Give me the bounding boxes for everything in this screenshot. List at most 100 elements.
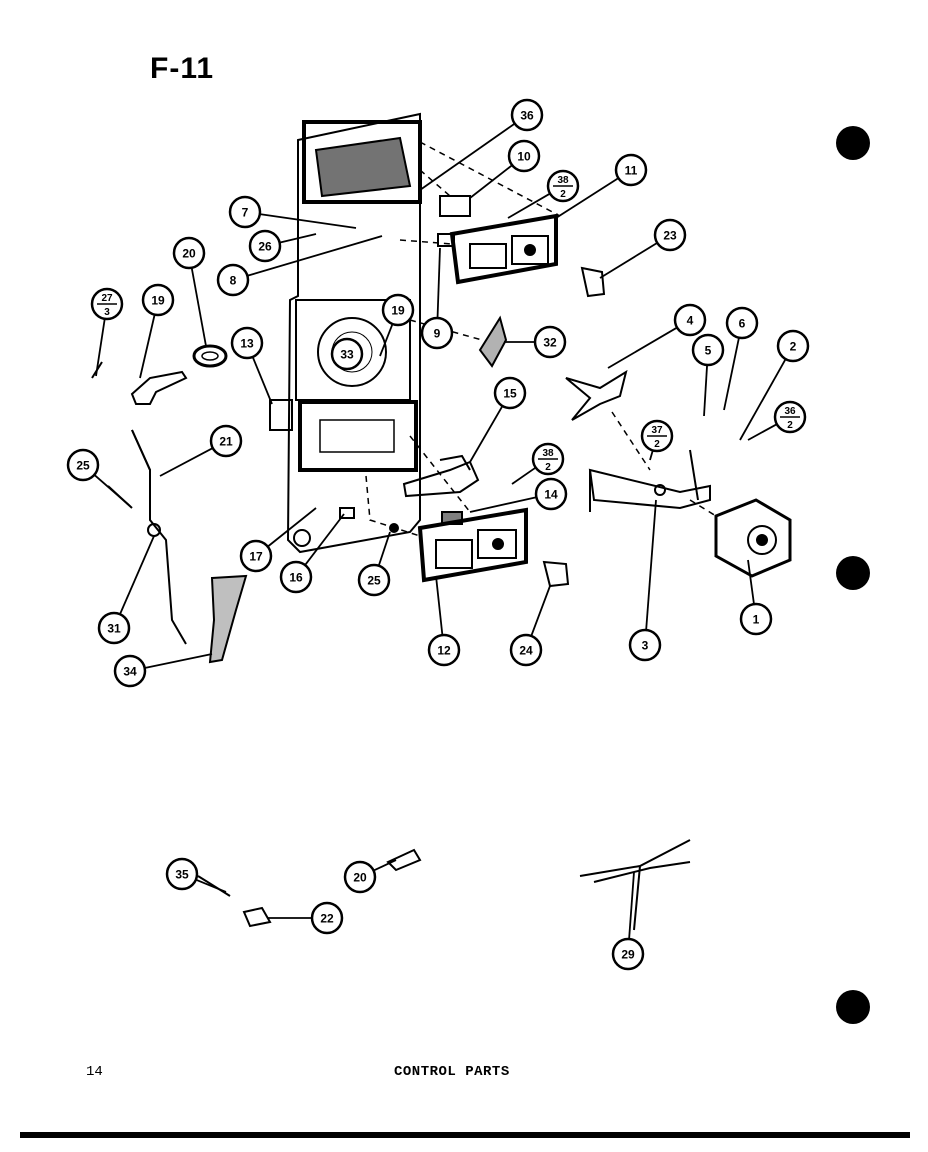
callout-c25a: 25 [66,448,131,507]
callout-circle [628,628,662,662]
callout-c12: 12 [427,575,461,667]
callout-c23: 23 [599,218,687,279]
callout-leader [93,474,131,507]
callout-c11: 11 [555,153,648,219]
callout-numerator: 37 [651,425,663,436]
callout-label: 20 [182,247,196,261]
page-number: 14 [86,1064,103,1080]
callout-label: 25 [76,459,90,473]
bracket-9 [437,233,455,247]
fan-motor-1 [714,498,792,578]
callout-c34: 34 [113,653,213,688]
callout-label: 14 [544,488,558,502]
callout-c20b: 20 [343,859,397,894]
callout-circle [653,218,687,252]
callout-label: 4 [687,314,694,328]
callout-leader [419,122,516,191]
callout-leader [377,531,391,567]
callout-circle [614,153,648,187]
callout-circle [357,563,391,597]
callout-circle [165,857,199,891]
callout-leader [267,507,317,548]
callout-leader [530,585,551,637]
callout-leader [139,314,156,379]
callout-leader [703,364,708,417]
callout-c36top: 36 [419,98,544,191]
callout-c27: 273 [90,287,124,377]
callout-denominator: 3 [104,307,110,318]
callout-label: 29 [621,948,635,962]
callout-c29: 29 [611,871,645,971]
binder-hole-top [836,126,870,160]
callout-leader [747,559,755,605]
callout-leader [304,513,345,566]
upper-dispenser-cavity [314,136,412,198]
callout-circle [507,139,541,173]
bottom-border [20,1132,910,1138]
callout-c16: 16 [279,513,345,594]
clip-16 [339,507,355,519]
callout-c21: 21 [159,424,243,477]
callout-label: 35 [175,868,189,882]
callout-label: 7 [242,206,249,220]
callout-label: 25 [367,574,381,588]
page-caption: CONTROL PARTS [394,1064,510,1080]
callout-label: 12 [437,644,451,658]
callout-leader [247,235,383,277]
callout-label: 21 [219,435,233,449]
control-panel-housing [286,112,421,554]
callout-numerator: 36 [784,406,796,417]
callout-numerator: 38 [542,448,554,459]
callout-label: 22 [320,912,334,926]
callout-leader [599,242,658,279]
callout-label: 36 [520,109,534,123]
callout-circle [113,654,147,688]
callout-leader [259,213,357,229]
bracket-13 [269,399,293,431]
callout-leader [95,318,106,377]
callout-c31: 31 [97,535,155,645]
callout-c1: 1 [739,559,773,636]
callout-leader [435,575,444,636]
switch-10 [439,195,471,217]
callout-c26: 26 [248,229,317,263]
callout-leader [144,653,213,669]
lower-control-box-12 [417,507,528,583]
callout-c17: 17 [239,507,317,573]
callout-label: 3 [642,639,649,653]
callout-denominator: 2 [560,189,566,200]
callout-c14: 14 [469,477,568,513]
callout-label: 23 [663,229,677,243]
callout-circle [239,539,273,573]
callout-c4: 4 [607,303,707,369]
callout-circle [611,937,645,971]
figure-id: F-11 [150,52,215,85]
grommet-20 [192,344,228,368]
callout-c2: 2 [739,329,810,441]
callout-c7: 7 [228,195,357,229]
callout-label: 31 [107,622,121,636]
actuator-rod-21 [131,429,187,645]
callout-circle [691,333,725,367]
callout-leader [159,447,214,477]
callout-leader [469,405,504,463]
callout-circle [141,283,175,317]
callout-circle [209,424,243,458]
callout-leader [379,323,394,357]
lower-dispenser-frame [298,400,418,472]
callout-label: 24 [519,644,533,658]
callout-label: 15 [503,387,517,401]
fan-wheel-33 [317,317,387,387]
actuator-arm-19 [130,370,188,405]
callout-circle [420,316,454,350]
callout-label: 6 [739,317,746,331]
callout-circle [343,860,377,894]
callout-label: 8 [230,274,237,288]
callout-c38b: 382 [511,442,565,485]
callout-leader [555,177,619,219]
switch-15 [402,460,480,498]
callout-leader [507,192,551,219]
upper-control-box-11 [449,213,558,285]
callout-circle [230,326,264,360]
